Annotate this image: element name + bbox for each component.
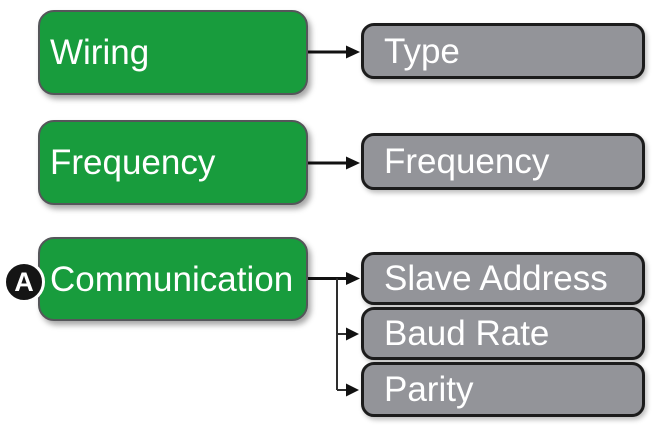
node-wiring: Wiring xyxy=(38,10,308,95)
arrow-head-frequency-frequency xyxy=(346,156,360,170)
arrow-head-communication-parity xyxy=(346,383,359,397)
node-parity-label: Parity xyxy=(384,370,474,409)
node-communication-label: Communication xyxy=(50,259,294,299)
node-baud-rate: Baud Rate xyxy=(361,307,645,360)
node-slave-address-label: Slave Address xyxy=(384,259,608,298)
arrow-head-communication-baud xyxy=(346,327,359,341)
node-type-label: Type xyxy=(384,31,460,71)
node-frequency-target: Frequency xyxy=(361,133,645,190)
node-wiring-label: Wiring xyxy=(50,33,150,72)
callout-a-badge: A xyxy=(3,261,45,303)
node-type: Type xyxy=(361,23,645,79)
node-communication: Communication xyxy=(38,237,308,321)
node-baud-rate-label: Baud Rate xyxy=(384,314,550,353)
node-frequency-source: Frequency xyxy=(38,120,308,205)
node-slave-address: Slave Address xyxy=(361,252,645,305)
node-frequency-target-label: Frequency xyxy=(384,142,550,181)
callout-a-badge-label: A xyxy=(14,266,34,297)
arrow-head-communication-slave xyxy=(346,272,360,285)
node-frequency-source-label: Frequency xyxy=(50,143,216,182)
arrow-head-wiring-type xyxy=(346,45,360,59)
node-parity: Parity xyxy=(361,362,645,417)
